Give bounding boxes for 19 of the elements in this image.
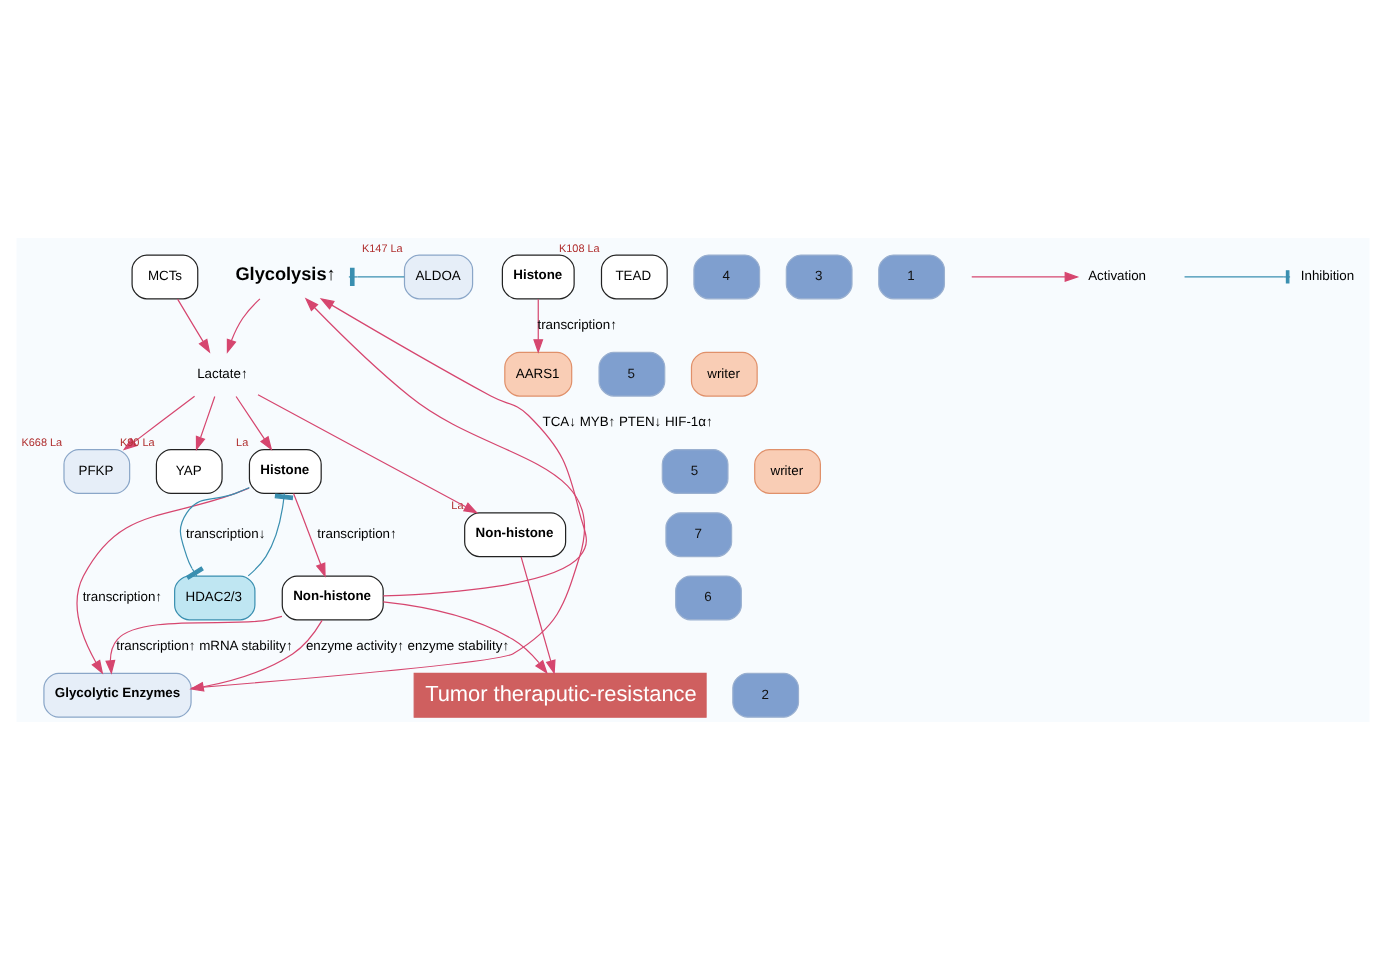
node-box: Tumor theraputic-resistance	[413, 671, 707, 717]
arrow	[105, 614, 283, 674]
arrow	[226, 297, 261, 353]
arrow	[177, 297, 211, 353]
arrow	[533, 297, 544, 353]
arrow	[382, 600, 548, 674]
arrow	[190, 296, 585, 688]
arrow	[195, 394, 216, 451]
arrow	[520, 555, 556, 674]
node-text: Glycolysis↑	[235, 262, 336, 283]
arrow	[76, 486, 250, 674]
arrow	[292, 491, 326, 577]
connector	[247, 491, 294, 576]
connector	[179, 486, 250, 579]
connector	[348, 266, 405, 286]
arrow	[235, 394, 273, 450]
arrow	[257, 393, 479, 513]
arrow	[319, 296, 587, 596]
arrow	[189, 618, 323, 691]
